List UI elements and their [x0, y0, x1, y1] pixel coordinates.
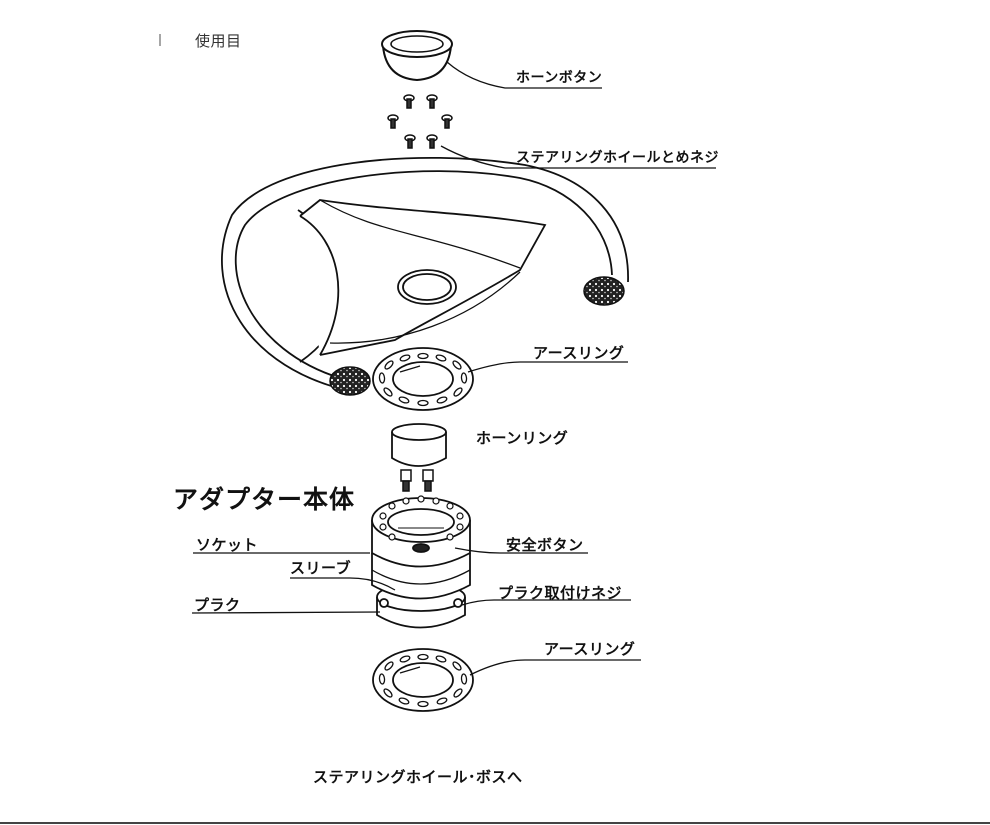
label-safety-button: 安全ボタン [506, 536, 584, 554]
label-earth-ring-lower: アースリング [544, 640, 636, 658]
contact-pins [400, 469, 434, 492]
leader-safety-button [454, 547, 588, 554]
label-horn-button: ホーンボタン [516, 70, 603, 86]
label-horn-ring: ホーンリング [476, 429, 569, 447]
rim-cut-left [329, 366, 371, 396]
label-adapter-body: アダプター本体 [173, 485, 356, 514]
label-wheel-screw: ステアリングホイールとめネジ [516, 150, 719, 166]
bottom-rule [0, 822, 990, 824]
label-socket: ソケット [196, 536, 259, 554]
adapter-body-part [371, 495, 471, 629]
leader-sleeve [290, 577, 396, 591]
header-text: 使用目 [195, 32, 242, 50]
horn-ring-part [391, 423, 447, 467]
leader-wheel-screw [440, 145, 716, 169]
leader-earth-ring-upper [467, 361, 628, 373]
rim-cut-right [583, 276, 625, 306]
label-plug-screw: プラク取付けネジ [498, 584, 623, 602]
earth-ring-lower-part [372, 648, 474, 712]
label-sleeve: スリーブ [290, 559, 352, 577]
wheel-screws [387, 94, 453, 149]
label-to-boss: ステアリングホイール･ボスへ [313, 768, 523, 786]
steering-wheel-part [221, 156, 629, 393]
label-plug: プラク [194, 596, 241, 614]
earth-ring-upper-part [372, 347, 474, 411]
leader-plug-screw [461, 599, 631, 606]
leader-plug [191, 611, 381, 614]
leader-earth-ring-lower [469, 659, 641, 676]
leader-horn-button [446, 61, 602, 89]
label-earth-ring-upper: アースリング [533, 344, 625, 362]
horn-button-part [381, 30, 453, 82]
